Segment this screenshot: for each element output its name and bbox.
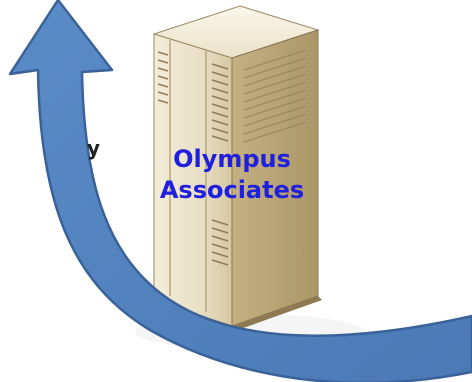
- server-label: Olympus Associates: [155, 144, 309, 206]
- curved-arrow-icon: [8, 0, 472, 382]
- server-label-line2: Associates: [159, 176, 305, 204]
- partial-text-fragment: y: [87, 136, 101, 160]
- server-label-line1: Olympus: [173, 145, 291, 173]
